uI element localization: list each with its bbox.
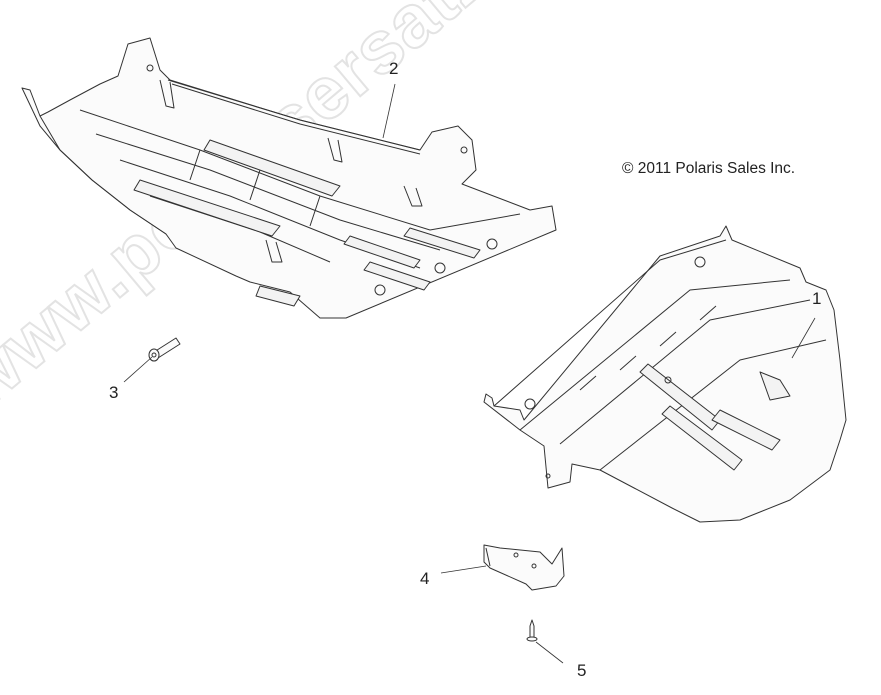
part-5-push-rivet	[526, 619, 538, 642]
copyright-notice: © 2011 Polaris Sales Inc.	[622, 160, 796, 177]
callout-5: 5	[577, 661, 587, 680]
part-4-bracket	[483, 544, 565, 591]
part-1-front-skid-plate	[483, 225, 847, 523]
callout-4: 4	[420, 569, 430, 588]
callout-3: 3	[109, 383, 119, 402]
callout-2: 2	[389, 59, 399, 78]
callout-1: 1	[812, 289, 822, 308]
leader-lines	[123, 83, 816, 664]
part-2-main-skid-plate	[21, 37, 557, 319]
part-3-bolt	[148, 337, 181, 362]
